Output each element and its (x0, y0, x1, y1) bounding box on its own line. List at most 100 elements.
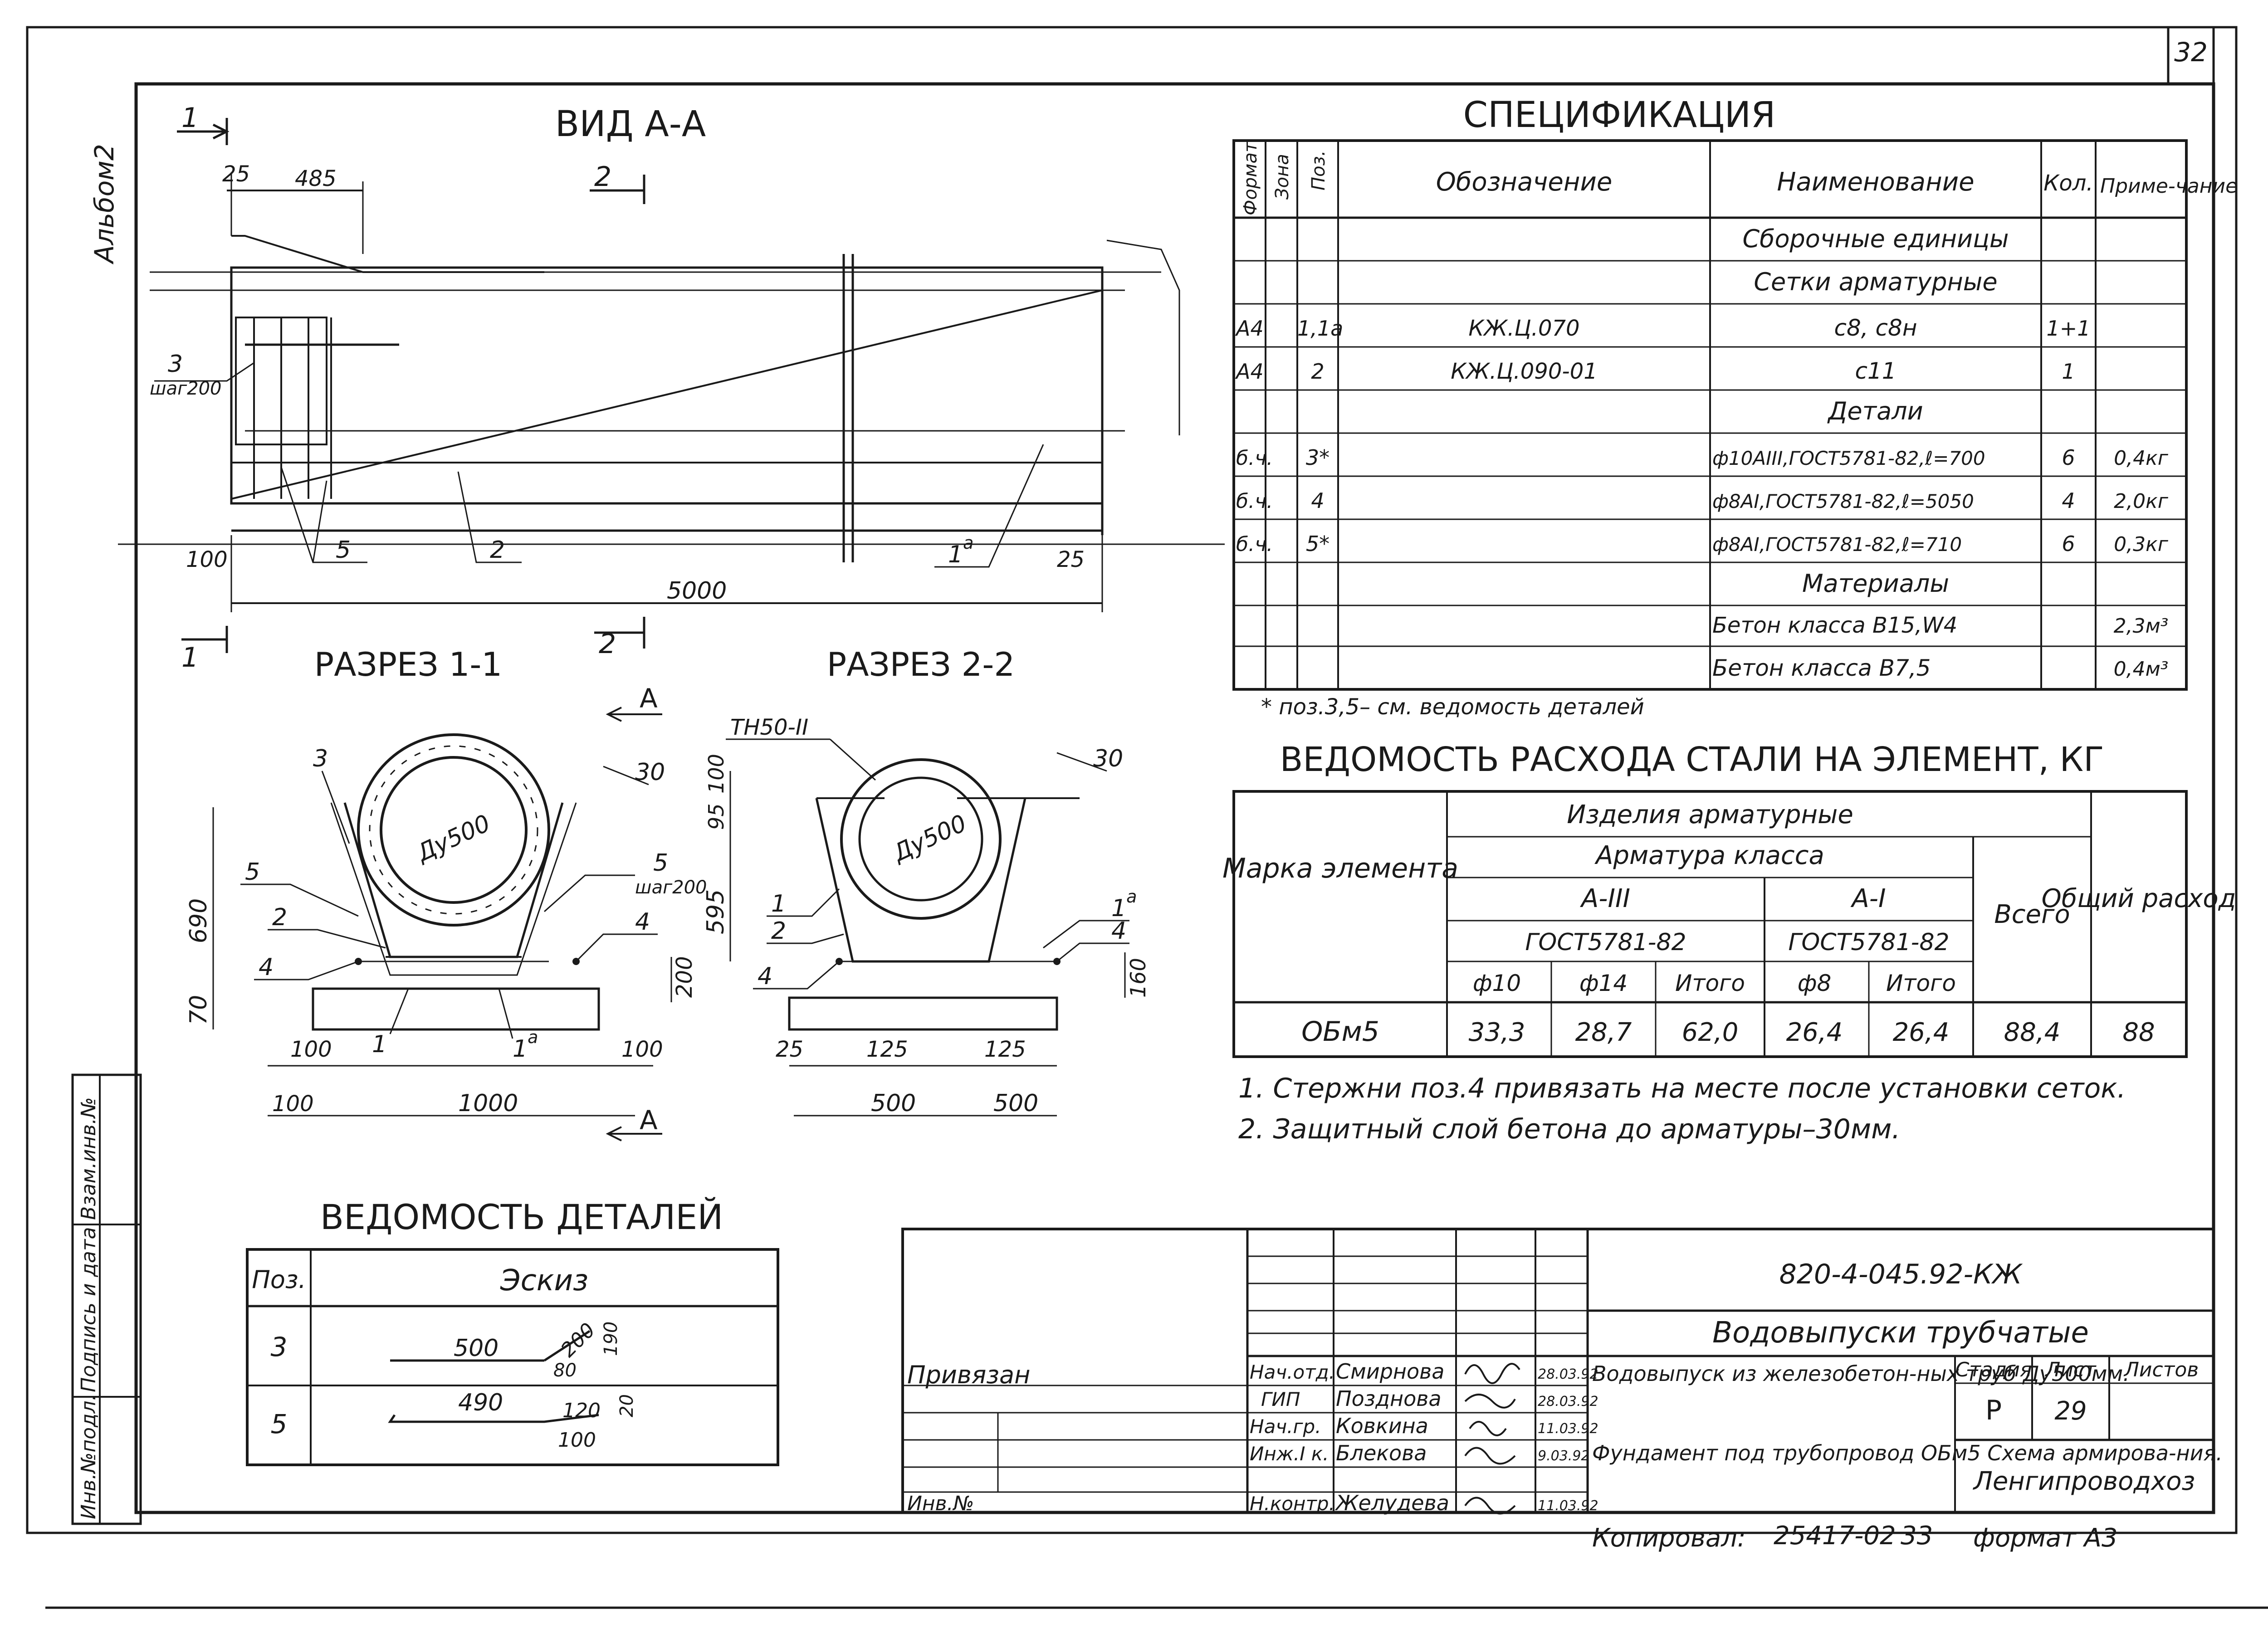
specification: СПЕЦИФИКАЦИЯ Формат Зона Поз. Обозначени… (1232, 95, 2238, 720)
spec-h-zone: Зона (1272, 154, 1293, 200)
s22-d100: 100 (704, 754, 728, 794)
spec-row-9: Бетон класса В15,W4 2,3м³ (1712, 613, 2168, 638)
tb-doc-code: 820-4-045.92-КЖ (1779, 1258, 2023, 1290)
spec-row-7: б.ч. 5* ф8АI,ГОСТ5781-82,ℓ=710 6 0,3кг (1236, 532, 2169, 556)
section-mark-2-top: 2 (594, 161, 611, 193)
s11-d70: 70 (185, 995, 212, 1025)
spec-cell-note: 2,0кг (2114, 490, 2169, 513)
callout-2: 2 (490, 537, 505, 564)
outer-frame (26, 26, 2238, 1534)
steel-table: ВЕДОМОСТЬ РАСХОДА СТАЛИ НА ЭЛЕМЕНТ, КГ М… (1222, 740, 2236, 1058)
s11-c2: 2 (272, 904, 287, 931)
tb-role-3: Инж.I к. Блекова 9.03.92 (1250, 1441, 1590, 1465)
tb-sheets-h: Листов (2123, 1358, 2199, 1381)
spec-h-name: Наименование (1777, 167, 1974, 197)
spec-h-qty: Кол. (2043, 171, 2093, 196)
tb-project: Водовыпуски трубчатые (1712, 1316, 2089, 1350)
spec-row-4: Детали (1827, 397, 1923, 425)
s11-c30: 30 (635, 759, 665, 786)
tb-role-4: Н.контр. Желудева 11.03.92 (1250, 1491, 1598, 1515)
spec-cell-qty: 1+1 (2046, 316, 2090, 341)
section11-title: РАЗРЕЗ 1-1 (314, 645, 502, 683)
spec-h-designation: Обозначение (1436, 167, 1613, 197)
spec-row-2: А4 1,1а КЖ.Ц.070 с8, с8н 1+1 (1235, 315, 2091, 341)
s11-c5l: 5 (245, 858, 260, 886)
tb-role-date: 11.03.92 (1538, 1421, 1598, 1437)
steel-sub-1: ф14 (1579, 970, 1628, 996)
s22-d160: 160 (1126, 958, 1150, 998)
steel-h-gost-b: ГОСТ5781-82 (1788, 929, 1949, 956)
steel-val-0: 33,3 (1469, 1018, 1525, 1047)
s11-d690: 690 (185, 898, 212, 943)
s22-c1a: 1а (1111, 887, 1137, 922)
details-pos-3: 3 (271, 1332, 288, 1362)
spec-cell-name: ф8АI,ГОСТ5781-82,ℓ=710 (1712, 533, 1962, 556)
spec-h-pos: Поз. (1308, 150, 1329, 190)
view-title: ВИД А-А (555, 104, 706, 145)
section22-title: РАЗРЕЗ 2-2 (827, 645, 1015, 683)
details-5-hook: 120 (562, 1399, 601, 1422)
tb-role-1: ГИП Позднова 28.03.92 (1261, 1386, 1598, 1411)
tb-role-label: Нач.отд. (1250, 1361, 1335, 1383)
tb-role-name: Желудева (1334, 1491, 1449, 1515)
details-5-len: 490 (458, 1389, 503, 1416)
s11-d1000: 1000 (458, 1090, 518, 1117)
spec-cell-designation: КЖ.Ц.070 (1468, 316, 1579, 341)
stamp-vzam: Взам.инв.№ (77, 1097, 100, 1220)
spec-cell-qty: 6 (2062, 532, 2075, 556)
steel-val-2: 62,0 (1682, 1018, 1739, 1047)
spec-cell-qty: 4 (2062, 488, 2075, 513)
spec-cell-name: с8, с8н (1834, 315, 1917, 341)
s11-c4l: 4 (259, 954, 274, 981)
spec-cell-name: Детали (1827, 397, 1923, 425)
s22-c2: 2 (771, 917, 786, 945)
album-label: Альбом2 (89, 144, 120, 265)
s22-d500a: 500 (871, 1090, 916, 1117)
steel-h-a3: А-III (1580, 884, 1630, 913)
note-2: 2. Защитный слой бетона до арматуры–30мм… (1238, 1113, 1900, 1145)
tb-role-date: 28.03.92 (1538, 1394, 1598, 1410)
tb-role-label: ГИП (1261, 1388, 1300, 1410)
tb-org: Ленгипроводхоз (1973, 1467, 2195, 1496)
steel-h-class: Арматура класса (1594, 841, 1824, 870)
steel-val-4: 26,4 (1893, 1018, 1950, 1047)
dim-5000: 5000 (667, 577, 727, 605)
footer-format: формат А3 (1973, 1523, 2118, 1553)
s11-c4r: 4 (635, 908, 650, 936)
steel-h-products: Изделия арматурные (1567, 800, 1853, 829)
inner-frame (134, 82, 2215, 1514)
spec-cell-pos: 2 (1311, 359, 1324, 384)
details-5-w: 100 (558, 1429, 596, 1452)
spec-cell-note: 0,4м³ (2114, 658, 2169, 681)
steel-h-a1: А-I (1850, 884, 1886, 913)
spec-h-format: Формат (1240, 141, 1261, 215)
s11-step: шаг200 (635, 877, 707, 898)
s11-c3: 3 (313, 745, 328, 772)
spec-footnote: * поз.3,5– см. ведомость деталей (1261, 694, 1644, 720)
spec-row-6: б.ч. 4 ф8АI,ГОСТ5781-82,ℓ=5050 4 2,0кг (1236, 488, 2169, 513)
s22-d595: 595 (702, 889, 729, 934)
tb-role-label: Нач.гр. (1250, 1415, 1321, 1438)
tb-role-0: Нач.отд. Смирнова 28.03.92 (1250, 1359, 1598, 1384)
s22-pipe-label: ТН50-II (730, 715, 808, 740)
spec-cell-pos: 5* (1306, 532, 1330, 556)
spec-cell-name: Бетон класса В15,W4 (1712, 613, 1957, 638)
s22-d95: 95 (704, 803, 728, 830)
section11-marker-top: А (640, 683, 658, 714)
details-pos-5: 5 (271, 1409, 288, 1439)
details-h-sketch: Эскиз (500, 1264, 588, 1297)
steel-sub-3: ф8 (1798, 970, 1832, 996)
tb-role-name: Блекова (1336, 1441, 1427, 1465)
footer-copied-label: Копировал: (1592, 1523, 1746, 1553)
steel-val-3: 26,4 (1786, 1018, 1843, 1047)
spec-cell-format: А4 (1235, 316, 1264, 341)
steel-sub-4: Итого (1886, 970, 1956, 996)
spec-h-note: Приме-чание (2100, 175, 2238, 198)
tb-privyazan: Привязан (907, 1361, 1030, 1389)
steel-h-overall: Общий расход (2042, 884, 2236, 913)
s22-d25: 25 (776, 1037, 803, 1062)
spec-row-5: б.ч. 3* ф10АIII,ГОСТ5781-82,ℓ=700 6 0,4к… (1236, 445, 2169, 470)
tb-desc-1: Водовыпуск из железобетон-ных труб Ду500… (1592, 1361, 2130, 1386)
spec-cell-name: ф8АI,ГОСТ5781-82,ℓ=5050 (1712, 490, 1974, 512)
spec-cell-note: 0,4кг (2114, 447, 2169, 470)
